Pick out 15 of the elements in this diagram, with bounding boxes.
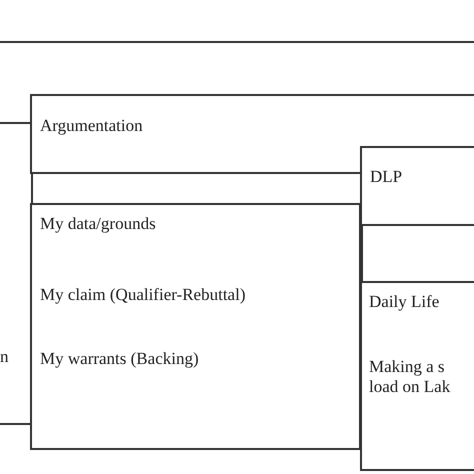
- process-box: [360, 281, 474, 471]
- process-box: [360, 146, 474, 226]
- box-text: DLP: [370, 167, 402, 187]
- box-text: Argumentation: [40, 116, 143, 136]
- label-text: n: [0, 347, 8, 367]
- box-text: My claim (Qualifier-Rebuttal): [40, 285, 246, 305]
- connector-line: [0, 423, 30, 425]
- connector-line: [361, 226, 363, 281]
- box-text: Daily Life: [369, 292, 440, 312]
- connector-line: [31, 174, 33, 203]
- process-box: [30, 203, 361, 450]
- box-text: My data/grounds: [40, 214, 156, 234]
- box-text: Making a s load on Lak: [369, 357, 452, 397]
- box-text: My warrants (Backing): [40, 349, 199, 369]
- connector-line: [0, 122, 30, 124]
